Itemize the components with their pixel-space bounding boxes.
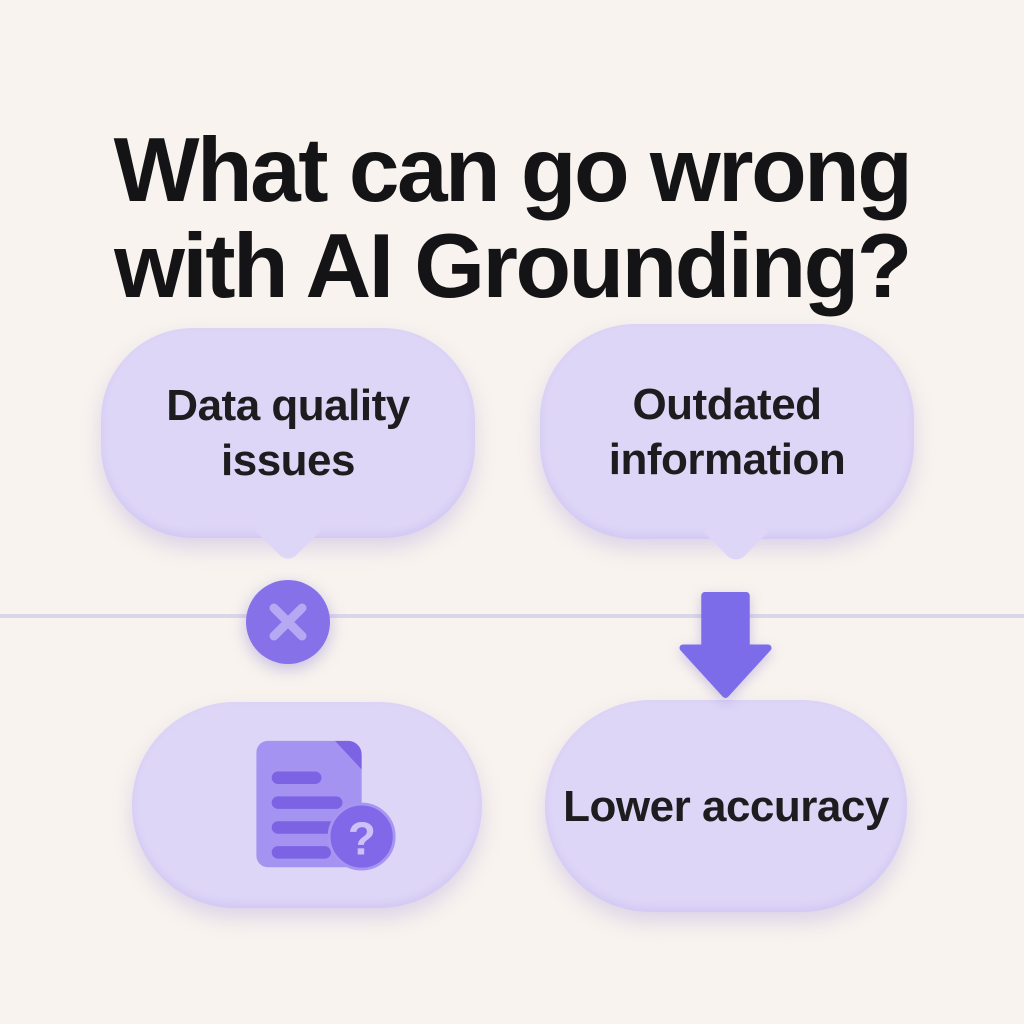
result-label: Lower accuracy [563,779,889,834]
bubble-label-line2: issues [221,436,355,485]
document-question-icon: ? [255,740,396,871]
result-card-lower-accuracy: Lower accuracy [545,700,907,912]
bubble-tail [255,498,321,564]
page-title-line2: with AI Grounding? [114,215,912,317]
bubble-data-quality-issues: Data quality issues [101,328,475,564]
horizontal-divider [0,614,1024,618]
x-circle-icon [246,580,330,664]
arrow-down-svg [679,592,772,698]
arrow-down-icon [678,591,773,699]
bubble-label: Data quality issues [101,378,475,488]
result-label-line2: accuracy [701,781,889,831]
bubble-label-line2: information [608,434,846,484]
bubble-label-line1: Outdated [632,379,822,429]
page-title-line1: What can go wrong [113,119,913,221]
bubble-tail [703,499,769,565]
bubble-outdated-information: Outdated information [540,324,914,565]
svg-text:?: ? [347,812,375,864]
result-label-line1: Lower [563,781,691,831]
bubble-label-line1: Data quality [166,381,410,430]
result-card-data-quality: ? [132,702,482,908]
page-title: What can go wrong with AI Grounding? [0,123,1024,314]
bubble-label: Outdated information [540,377,914,487]
x-circle-svg [246,580,330,664]
